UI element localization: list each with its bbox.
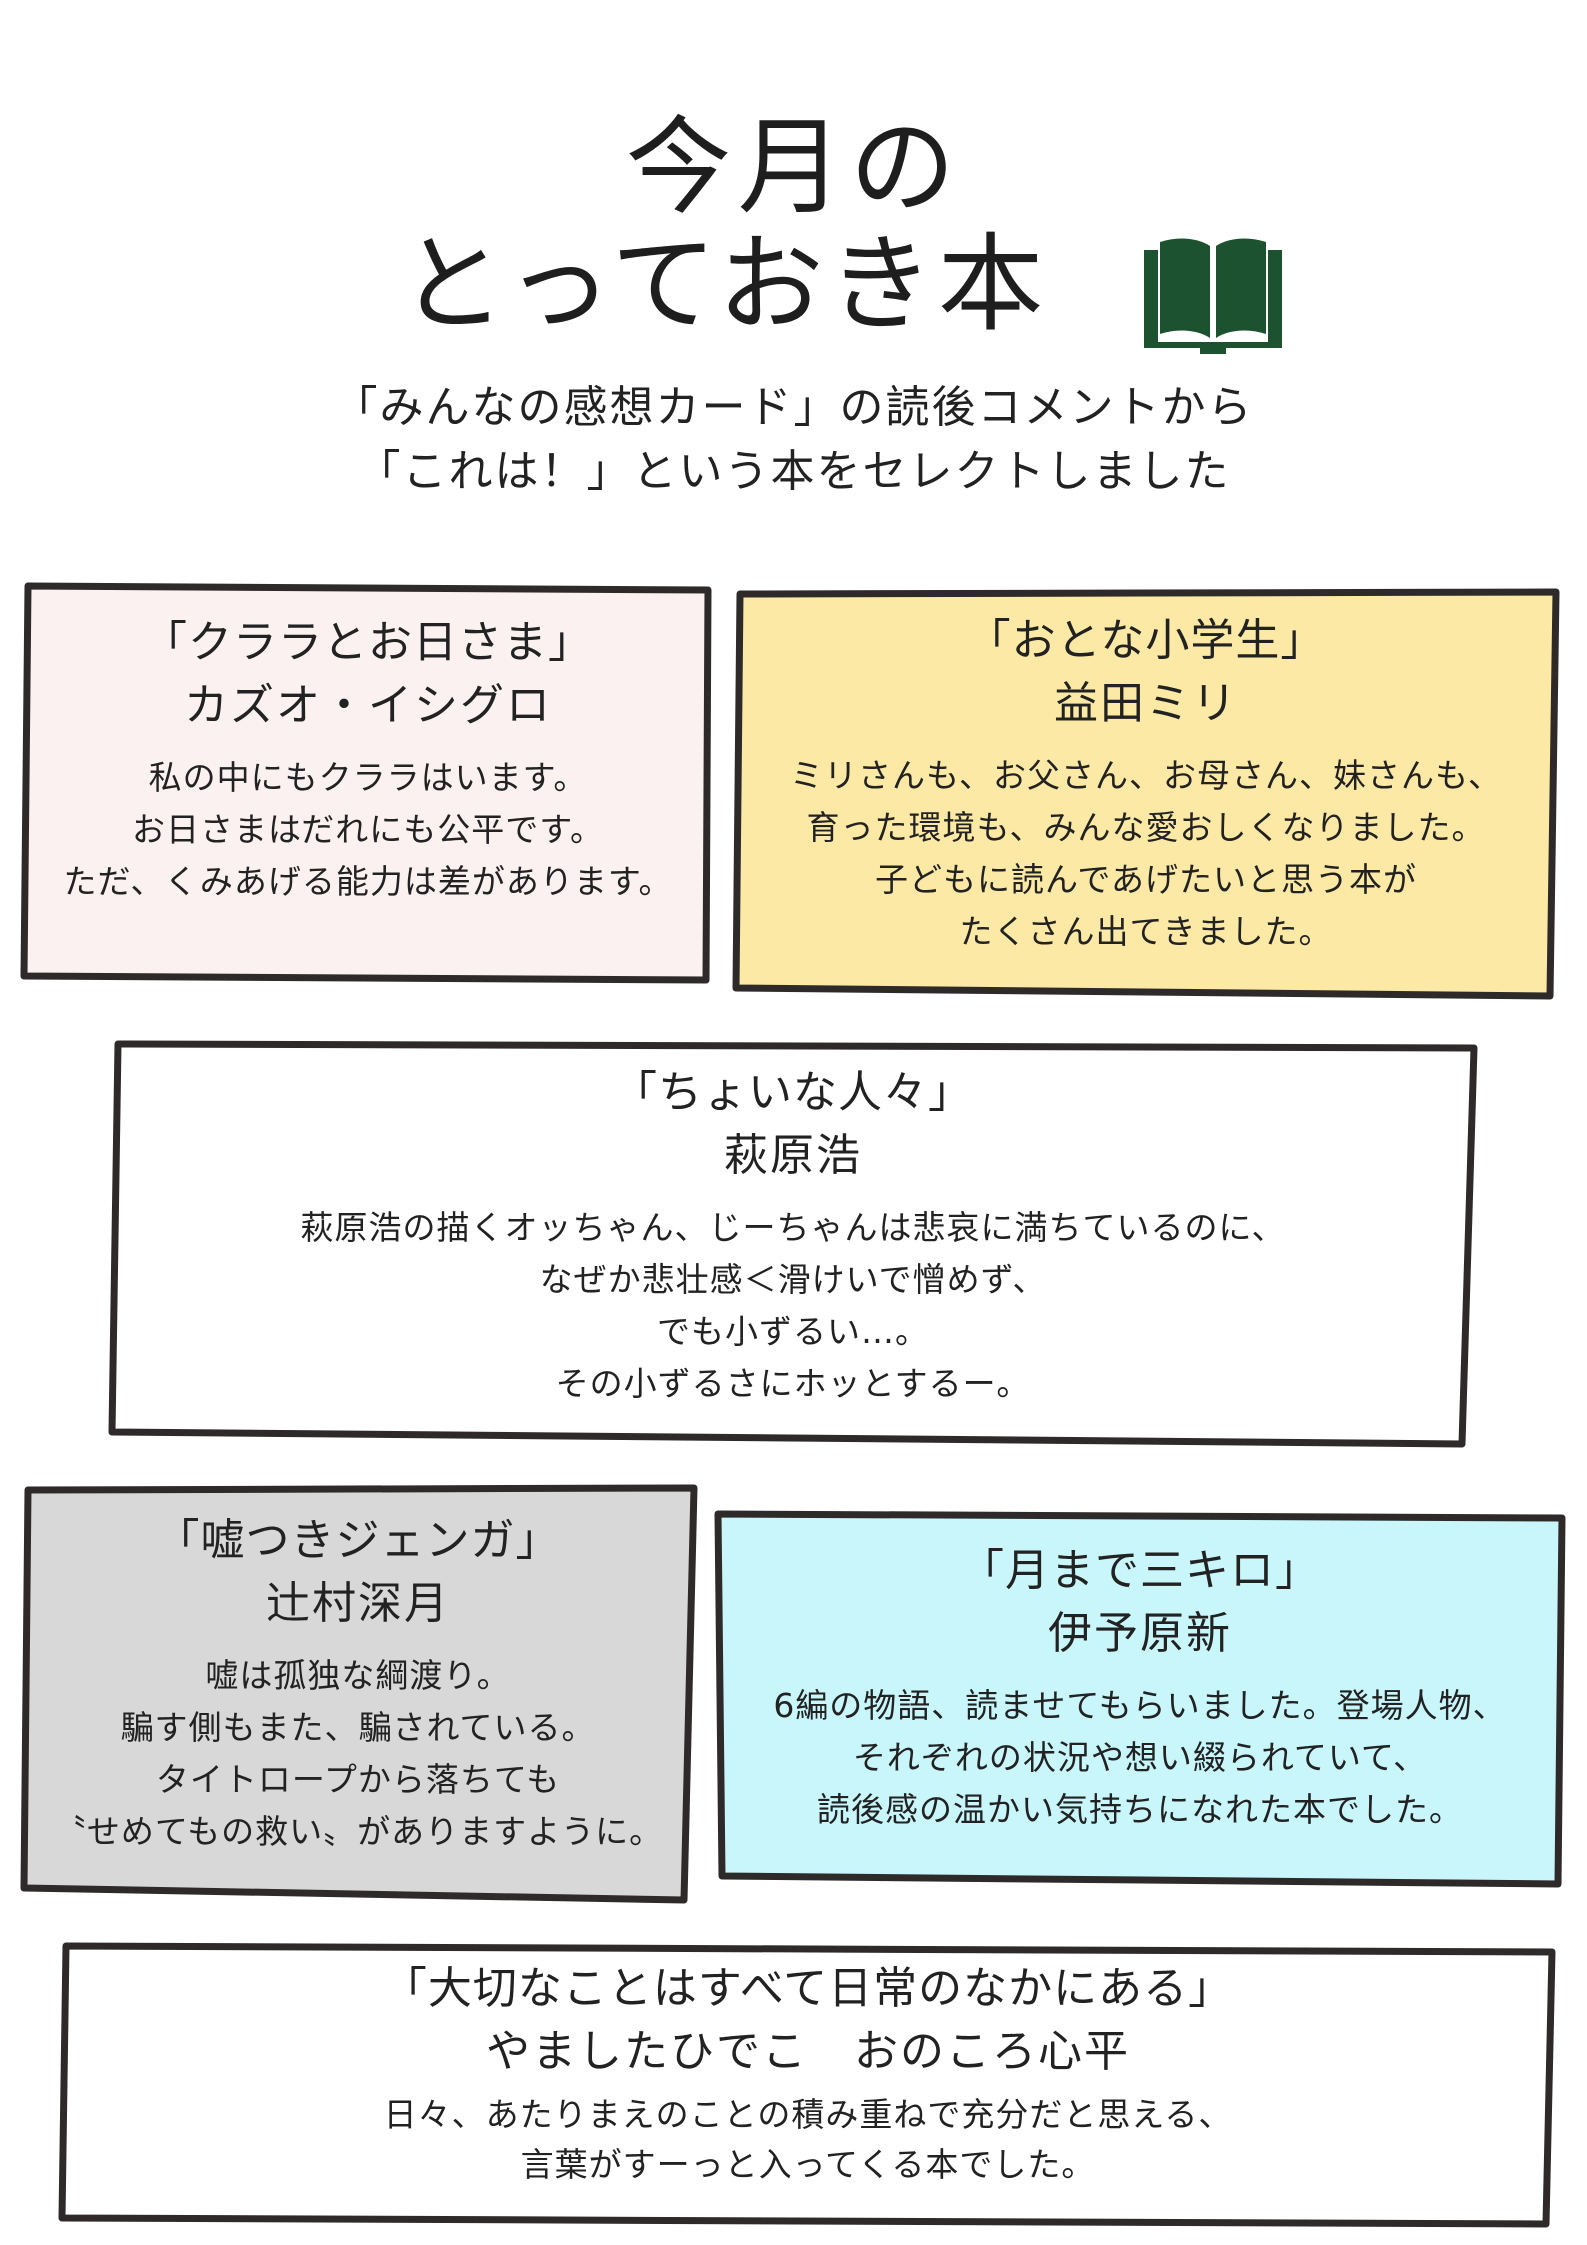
book-card-1: 「クララとお日さま」 カズオ・イシグロ 私の中にもクララはいます。 お日さまはだ…: [28, 612, 708, 908]
book-title: 「おとな小学生」: [966, 615, 1326, 666]
card-frame-5: [714, 1510, 1566, 1888]
card-frame-6: [58, 1942, 1556, 2228]
book-card-4: 「嘘つきジェンガ」 辻村深月 嘘は孤独な綱渡り。 騙す側もまた、騙されている。 …: [28, 1510, 688, 1858]
book-comment: ミリさんも、お父さん、お母さん、妹さんも、 育った環境も、みんな愛おしくなりまし…: [789, 756, 1503, 951]
subtitle-line1: 「みんなの感想カード」の読後コメントから: [333, 382, 1254, 433]
card-frame-3: [108, 1040, 1478, 1448]
page-title-line2: とっておき本: [399, 223, 1048, 346]
book-author: 益田ミリ: [1054, 678, 1238, 729]
book-comment: 6編の物語、読ませてもらいました。登場人物、 それぞれの状況や想い綴られていて、…: [773, 1686, 1507, 1829]
book-comment: 私の中にもクララはいます。 お日さまはだれにも公平です。 ただ、くみあげる能力は…: [63, 758, 673, 901]
book-card-3: 「ちょいな人々」 萩原浩 萩原浩の描くオッちゃん、じーちゃんは悲哀に満ちているの…: [118, 1062, 1468, 1410]
book-title: 「嘘つきジェンガ」: [155, 1515, 561, 1566]
book-comment: 嘘は孤独な綱渡り。 騙す側もまた、騙されている。 タイトロープから落ちても 〝せ…: [52, 1656, 664, 1851]
page-title-line1: 今月の: [625, 106, 962, 229]
card-frame-2: [732, 588, 1560, 1000]
book-card-2: 「おとな小学生」 益田ミリ ミリさんも、お父さん、お母さん、妹さんも、 育った環…: [740, 610, 1552, 958]
card-frame-1: [20, 582, 712, 984]
book-author: カズオ・イシグロ: [184, 680, 552, 731]
book-author: 萩原浩: [724, 1130, 862, 1181]
book-author: 伊予原新: [1048, 1608, 1232, 1659]
book-title: 「クララとお日さま」: [143, 617, 593, 668]
book-author: やましたひでこ おのころ心平: [486, 2026, 1130, 2077]
book-title: 「ちょいな人々」: [613, 1067, 973, 1118]
open-book-icon: [1144, 238, 1282, 354]
card-frame-4: [20, 1484, 698, 1904]
book-card-5: 「月まで三キロ」 伊予原新 6編の物語、読ませてもらいました。登場人物、 それぞ…: [720, 1540, 1560, 1836]
book-comment: 萩原浩の描くオッちゃん、じーちゃんは悲哀に満ちているのに、 なぜか悲壮感＜滑けい…: [300, 1208, 1286, 1403]
book-card-6: 「大切なことはすべて日常のなかにある」 やましたひでこ おのころ心平 日々、あた…: [66, 1958, 1550, 2190]
subtitle-line2: 「これは！」という本をセレクトしました: [356, 446, 1231, 497]
book-author: 辻村深月: [266, 1578, 450, 1629]
book-title: 「大切なことはすべて日常のなかにある」: [382, 1963, 1234, 2014]
book-title: 「月まで三キロ」: [960, 1545, 1320, 1596]
book-comment: 日々、あたりまえのことの積み重ねで充分だと思える、 言葉がすーっと入ってくる本で…: [383, 2095, 1233, 2184]
